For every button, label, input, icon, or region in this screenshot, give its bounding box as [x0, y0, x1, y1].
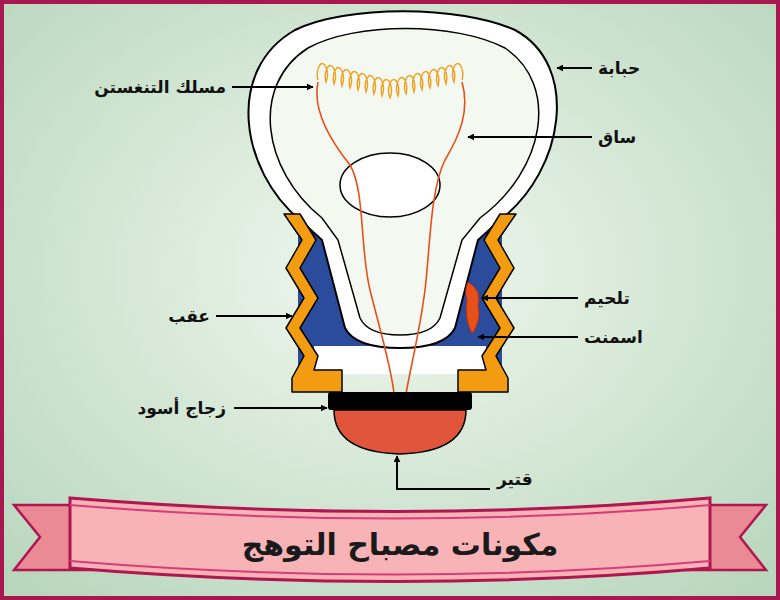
contact-tip	[334, 410, 466, 454]
part-label: عقب	[168, 306, 210, 326]
leader-arrow	[482, 297, 578, 299]
lead-wire	[317, 82, 394, 394]
part-label: ساق	[598, 127, 636, 147]
black-glass	[328, 392, 472, 410]
leader-arrow	[478, 336, 578, 338]
part-label: مسلك التنغستن	[94, 77, 226, 97]
leader-arrow	[232, 86, 313, 88]
screw-shell	[458, 214, 516, 392]
part-label: قتير	[497, 469, 533, 489]
leader-arrow	[468, 136, 592, 138]
ribbon-band	[70, 498, 710, 582]
diagram-title: مكونات مصباح التوهج	[242, 527, 559, 563]
ribbon-line	[70, 561, 710, 575]
part-label: تلحيم	[584, 288, 630, 308]
leader-arrow	[234, 407, 327, 409]
solder-blob	[466, 282, 479, 334]
tungsten-filament	[317, 64, 462, 98]
part-label: حبابة	[598, 58, 640, 78]
ribbon-line	[70, 505, 710, 519]
leader-arrow	[557, 67, 592, 69]
stem-ellipse	[340, 153, 440, 217]
part-label: زجاج أسود	[137, 398, 226, 418]
leader-arrow	[397, 456, 490, 489]
part-label: اسمنت	[584, 327, 643, 347]
leader-arrow	[216, 315, 292, 317]
lead-wire	[406, 82, 465, 394]
screw-shell	[284, 214, 342, 392]
